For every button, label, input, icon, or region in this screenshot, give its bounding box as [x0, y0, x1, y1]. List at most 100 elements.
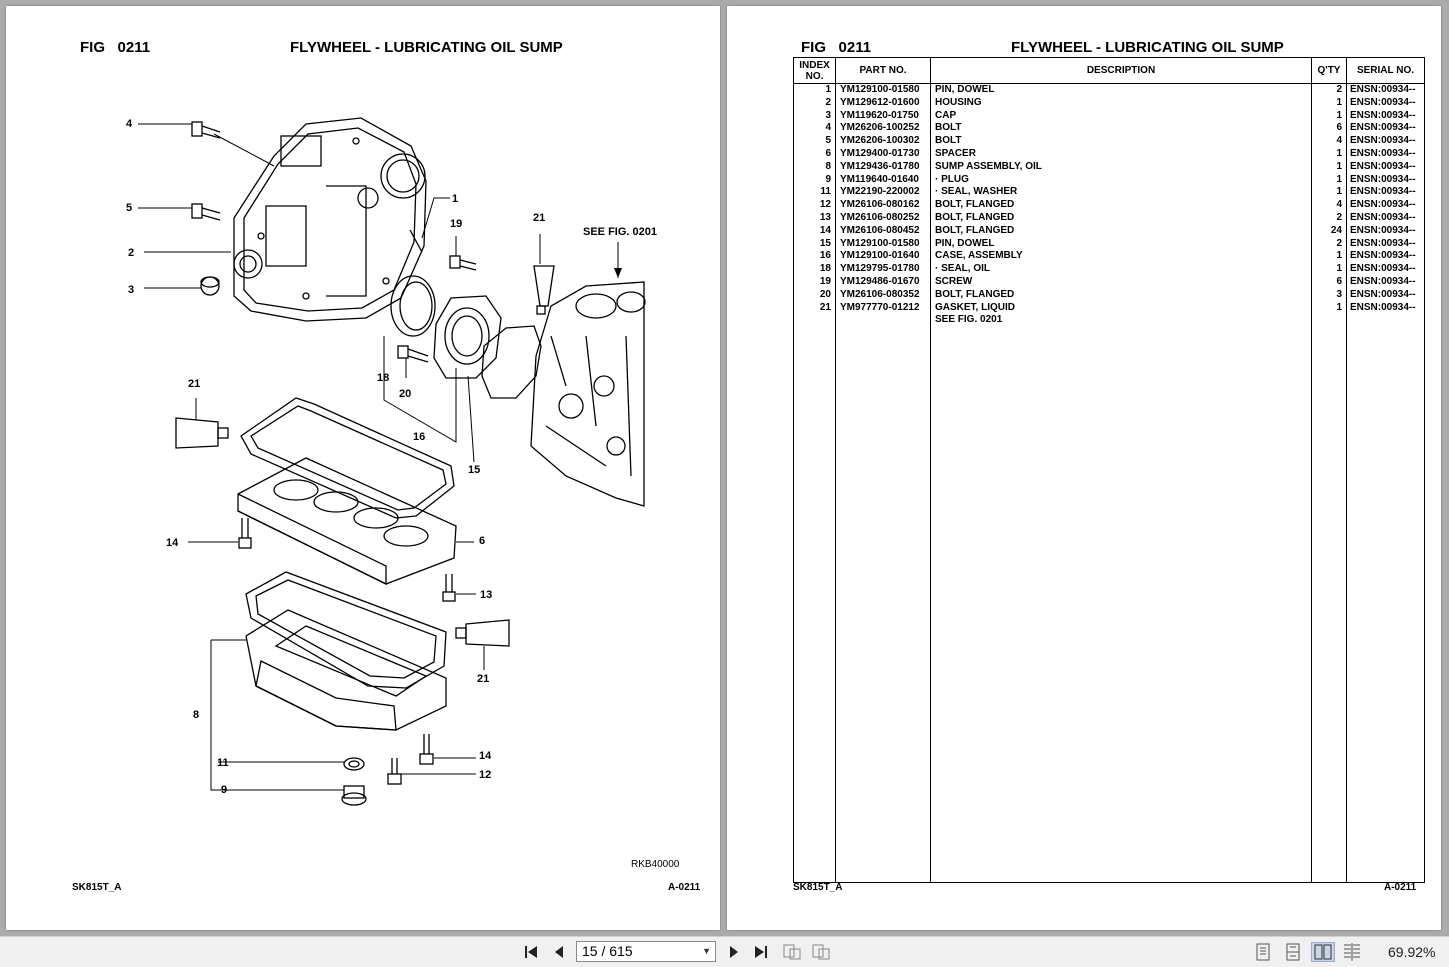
cell-qty: 4	[1336, 135, 1342, 147]
callout-8: 8	[193, 709, 199, 721]
cell-part: YM129400-01730	[840, 148, 920, 159]
two-page-continuous-icon[interactable]	[1341, 942, 1363, 962]
cell-index: 15	[819, 237, 831, 249]
cell-serial: ENSN:00934--	[1350, 199, 1416, 211]
cell-serial: ENSN:00934--	[1350, 212, 1416, 223]
cell-serial: ENSN:00934--	[1350, 135, 1416, 147]
cell-qty: 1	[1336, 301, 1342, 313]
cell-serial: ENSN:00934--	[1350, 186, 1416, 198]
leader-lines	[138, 123, 619, 791]
cell-description: HOUSING	[935, 96, 982, 108]
cell-index: 20	[819, 288, 831, 300]
cell-description: BOLT, FLANGED	[935, 288, 1015, 300]
callout-18: 18	[377, 372, 389, 384]
rotate-right-icon[interactable]	[810, 942, 832, 962]
cell-qty: 2	[1336, 84, 1342, 95]
cell-qty: 1	[1336, 186, 1342, 198]
seal-washer-11-drawing	[343, 757, 365, 771]
callout-2: 2	[128, 247, 134, 259]
callout-19: 19	[450, 218, 462, 230]
cell-index: 5	[825, 135, 831, 147]
callout-13: 13	[480, 589, 492, 601]
cell-qty: 1	[1336, 263, 1342, 275]
callout-14-a: 14	[166, 537, 179, 549]
chevron-down-icon[interactable]: ▼	[702, 946, 711, 956]
callout-21-c: 21	[477, 673, 489, 685]
cell-description: · SEAL, OIL	[935, 263, 990, 275]
cell-qty: 2	[1336, 237, 1342, 249]
liquid-gasket-tube-2	[175, 417, 229, 449]
callout-21-a: 21	[533, 212, 545, 224]
cell-qty: 4	[1336, 199, 1342, 211]
cell-serial: ENSN:00934--	[1350, 122, 1416, 134]
cell-part: YM26106-080352	[840, 288, 920, 300]
liquid-gasket-tube-3	[455, 619, 510, 647]
drawing-code: RKB40000	[631, 859, 680, 870]
cell-serial: ENSN:00934--	[1350, 288, 1416, 300]
cap-3-drawing	[200, 276, 220, 296]
parts-list-page: FIG 0211 FLYWHEEL - LUBRICATING OIL SUMP…	[727, 6, 1441, 930]
cell-qty: 2	[1336, 212, 1342, 223]
page-number-field[interactable]: 15 / 615 ▼	[576, 941, 716, 962]
two-page-icon[interactable]	[1311, 942, 1335, 962]
cell-index: 19	[819, 276, 831, 287]
header-description: DESCRIPTION	[1086, 65, 1156, 76]
cell-part: YM26206-100252	[840, 122, 920, 134]
zoom-level[interactable]: 69.92%	[1388, 944, 1436, 960]
cell-serial: ENSN:00934--	[1350, 148, 1416, 159]
callout-6: 6	[479, 535, 485, 547]
cell-index: 14	[819, 224, 831, 236]
figure-title: FLYWHEEL - LUBRICATING OIL SUMP	[290, 39, 563, 56]
next-page-icon[interactable]	[724, 942, 744, 962]
cell-serial: ENSN:00934--	[1350, 250, 1416, 262]
cell-qty: 1	[1336, 148, 1342, 159]
cell-index: 11	[820, 186, 831, 198]
figure-title: FLYWHEEL - LUBRICATING OIL SUMP	[1011, 39, 1284, 56]
callout-14-b: 14	[479, 750, 492, 762]
single-page-icon[interactable]	[1252, 942, 1274, 962]
bolt-14-lower-drawing	[419, 734, 434, 765]
cell-qty: 1	[1336, 96, 1342, 108]
cell-serial: ENSN:00934--	[1350, 173, 1416, 185]
cell-qty: 1	[1336, 173, 1342, 185]
cell-qty: 1	[1336, 160, 1342, 172]
cell-part: YM129436-01780	[840, 160, 920, 172]
callout-4: 4	[126, 118, 133, 130]
bolt-12-drawing	[387, 758, 402, 785]
bolt-13-drawing	[442, 574, 456, 602]
cell-part: YM26106-080162	[840, 199, 920, 211]
cell-part: YM129100-01640	[840, 250, 920, 262]
cell-qty: 3	[1336, 288, 1342, 300]
prev-page-icon[interactable]	[549, 942, 569, 962]
cell-description: BOLT	[935, 135, 962, 147]
cell-serial: ENSN:00934--	[1350, 84, 1416, 95]
rotate-left-icon[interactable]	[781, 942, 803, 962]
last-page-icon[interactable]	[751, 942, 771, 962]
bolt-14-upper-drawing	[238, 518, 252, 549]
cell-qty: 6	[1336, 122, 1342, 134]
lower-gasket-drawing	[245, 571, 447, 689]
first-page-icon[interactable]	[521, 942, 541, 962]
viewer-toolbar: 15 / 615 ▼ 69.92%	[0, 936, 1449, 967]
flywheel-housing-drawing	[233, 117, 427, 322]
table-header: INDEX NO. PART NO. DESCRIPTION Q'TY SERI…	[794, 58, 1424, 84]
continuous-icon[interactable]	[1282, 942, 1304, 962]
cell-description: BOLT, FLANGED	[935, 199, 1015, 211]
cell-index: 4	[825, 122, 831, 134]
cell-description: BOLT, FLANGED	[935, 224, 1015, 236]
cell-description: · SEAL, WASHER	[935, 186, 1018, 198]
cell-qty: 24	[1330, 224, 1342, 236]
callout-1: 1	[452, 193, 458, 205]
cell-index: 2	[825, 96, 831, 108]
cell-serial: ENSN:00934--	[1350, 301, 1416, 313]
cell-index: 18	[819, 263, 831, 275]
oil-sump-8-drawing	[245, 609, 447, 731]
cell-description: · PLUG	[935, 173, 969, 185]
